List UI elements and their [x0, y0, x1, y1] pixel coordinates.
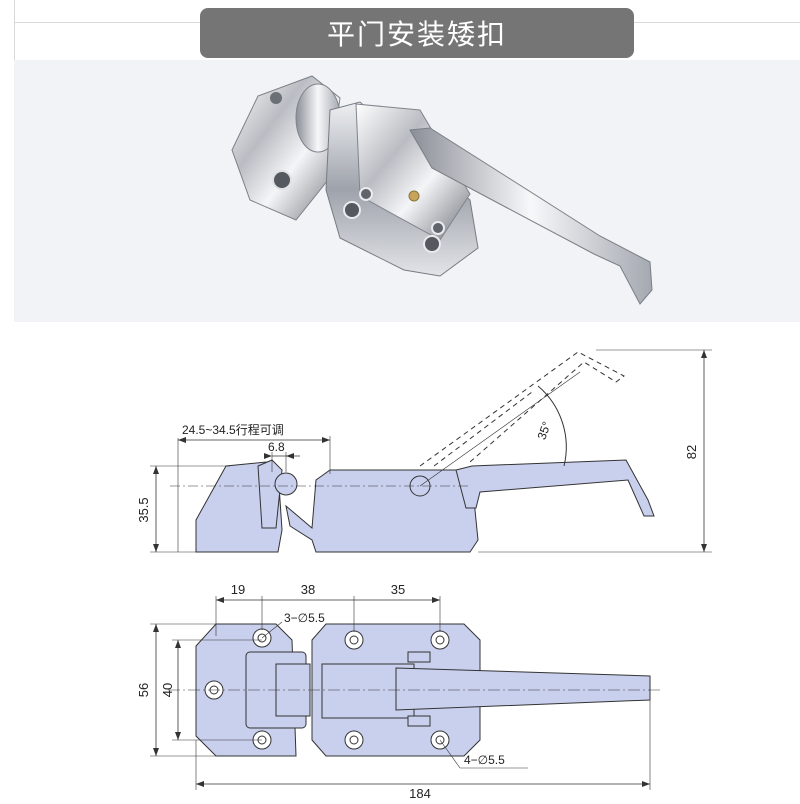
top-hole-base-2	[430, 630, 450, 650]
label-angle: 35°	[535, 420, 554, 442]
angle-ref-line	[419, 371, 581, 487]
drawing-svg: 24.5~34.5行程可调 6.8 35.5 35° 82 19 38 35 3…	[136, 349, 712, 801]
top-hole-base-4-inner	[435, 735, 445, 745]
top-hole-base-3-inner	[349, 735, 359, 745]
leader-3-holes	[261, 621, 283, 639]
top-hole-base-2-inner	[435, 635, 445, 645]
top-hole-base-1	[344, 630, 364, 650]
top-handle	[395, 667, 651, 711]
strike-screw-hole	[272, 170, 292, 190]
label-spacing-2: 38	[301, 582, 315, 597]
label-total-height: 82	[684, 445, 699, 459]
angle-arc	[537, 385, 567, 467]
label-height-outer: 56	[136, 683, 151, 697]
page-title: 平门安装矮扣	[200, 8, 634, 58]
pivot-pin	[408, 190, 420, 202]
label-height: 35.5	[136, 497, 151, 522]
label-length: 184	[409, 786, 431, 800]
technical-drawing: 24.5~34.5行程可调 6.8 35.5 35° 82 19 38 35 3…	[14, 322, 800, 801]
base-hole-1	[343, 201, 361, 219]
arrowheads	[153, 350, 707, 787]
base-hole-2	[359, 187, 373, 201]
label-holes-4: 4−∅5.5	[464, 753, 505, 767]
top-pivot-lower	[407, 715, 431, 727]
label-holes-3: 3−∅5.5	[284, 611, 325, 625]
base-hole-4	[431, 221, 445, 235]
latch-handle	[409, 127, 653, 305]
top-pivot-upper	[407, 651, 431, 663]
strike-screw-hole-top	[270, 92, 282, 104]
side-handle-open-dashed-2	[433, 391, 533, 467]
top-hole-strike-1-inner	[257, 633, 267, 643]
side-handle	[455, 459, 655, 517]
label-spacing-3: 35	[391, 582, 405, 597]
side-handle-open-dashed	[419, 351, 625, 467]
latch-photo-illustration	[231, 75, 653, 305]
label-height-inner: 40	[160, 683, 175, 697]
leader-4-holes	[439, 739, 461, 769]
side-strike-roller-mount	[257, 459, 283, 529]
label-adjust-range: 24.5~34.5行程可调	[182, 422, 284, 437]
side-roller	[274, 472, 298, 496]
base-hole-3	[423, 235, 441, 253]
top-hole-base-1-inner	[349, 635, 359, 645]
label-spacing-1: 19	[231, 582, 245, 597]
top-hole-base-3	[344, 730, 364, 750]
product-photo	[14, 60, 800, 322]
label-offset: 6.8	[268, 440, 285, 454]
latch-body	[355, 103, 471, 241]
side-latch-base	[285, 469, 479, 553]
